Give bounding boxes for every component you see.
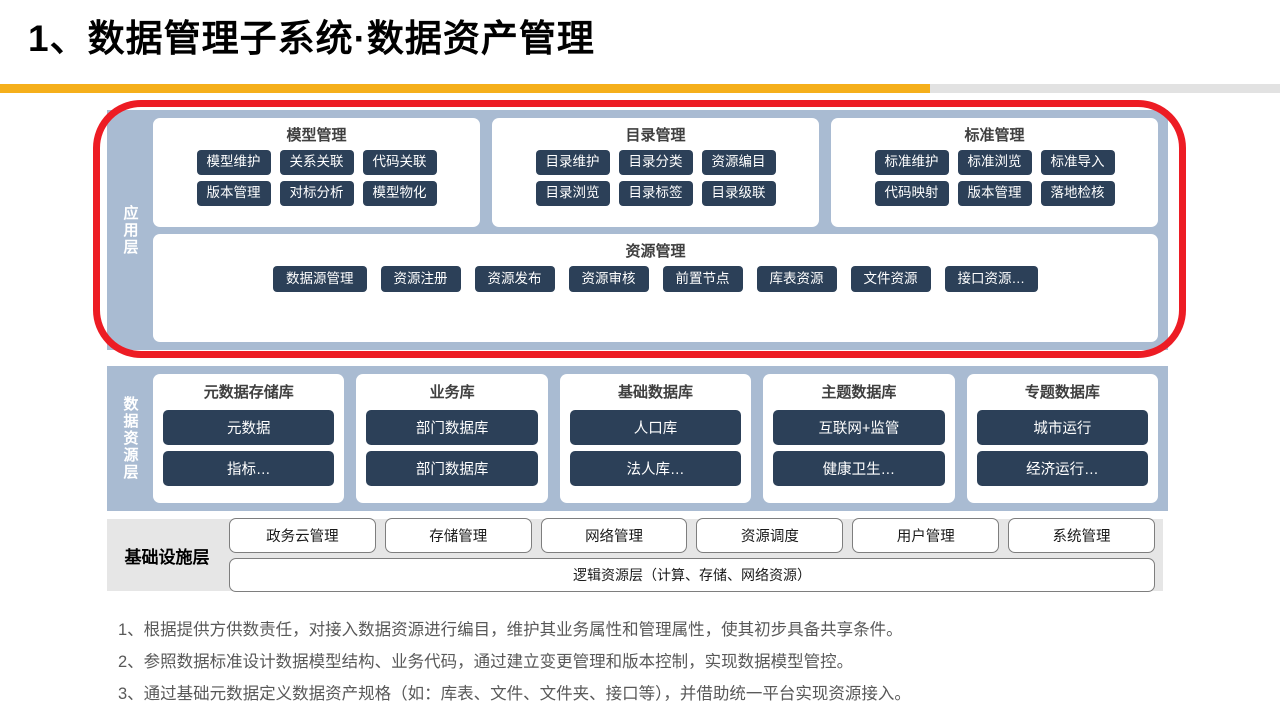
- db-chip-item[interactable]: 城市运行: [976, 410, 1149, 445]
- group-title: 目录管理: [625, 127, 686, 144]
- title-divider: [0, 84, 1280, 93]
- infra-button[interactable]: 系统管理: [1008, 518, 1155, 553]
- db-chip-item[interactable]: 法人库…: [569, 451, 742, 486]
- chip-item[interactable]: 目录标签: [618, 180, 693, 206]
- application-layer-body: 模型管理 模型维护 关系关联 代码关联 版本管理 对标分析 模型物化 目录管理 …: [153, 110, 1168, 350]
- group-chip-grid: 数据源管理 资源注册 资源发布 资源审核 前置节点 库表资源 文件资源 接口资源…: [273, 265, 1038, 293]
- chip-item[interactable]: 模型物化: [362, 180, 437, 206]
- db-title: 主题数据库: [821, 384, 897, 401]
- db-card-metadata-store[interactable]: 元数据存储库 元数据 指标…: [153, 374, 345, 503]
- chip-item[interactable]: 目录分类: [618, 150, 693, 175]
- data-resource-layer-body: 元数据存储库 元数据 指标… 业务库 部门数据库 部门数据库 基础数据库 人口库…: [153, 366, 1168, 511]
- footnote-item: 3、通过基础元数据定义数据资产规格（如：库表、文件、文件夹、接口等），并借助统一…: [118, 685, 911, 703]
- chip-item[interactable]: 版本管理: [196, 180, 271, 206]
- infra-button[interactable]: 网络管理: [540, 518, 688, 553]
- chip-item[interactable]: 标准导入: [1040, 150, 1115, 175]
- chip-item[interactable]: 代码关联: [362, 150, 437, 175]
- chip-item[interactable]: 目录级联: [701, 180, 776, 206]
- db-card-basic-db[interactable]: 基础数据库 人口库 法人库…: [559, 374, 752, 503]
- db-chip-item[interactable]: 部门数据库: [366, 451, 538, 486]
- chip-item[interactable]: 标准维护: [874, 150, 949, 175]
- chip-item[interactable]: 代码映射: [874, 180, 949, 206]
- group-card-catalog-management[interactable]: 目录管理 目录维护 目录分类 资源编目 目录浏览 目录标签 目录级联: [492, 118, 819, 227]
- db-title: 业务库: [429, 384, 475, 401]
- application-layer-resource-row: 资源管理 数据源管理 资源注册 资源发布 资源审核 前置节点 库表资源 文件资源…: [153, 233, 1158, 342]
- chip-item[interactable]: 落地检核: [1040, 180, 1115, 206]
- chip-item[interactable]: 前置节点: [662, 265, 743, 293]
- group-title: 资源管理: [625, 242, 686, 260]
- chip-item[interactable]: 资源编目: [701, 150, 776, 175]
- db-chip-item[interactable]: 元数据: [163, 410, 335, 445]
- infrastructure-layer-label: 基础设施层: [124, 547, 210, 567]
- db-chip-item[interactable]: 互联网+监管: [773, 410, 945, 445]
- chip-item[interactable]: 标准浏览: [957, 150, 1032, 175]
- infra-button[interactable]: 资源调度: [696, 518, 844, 553]
- db-card-subject-db[interactable]: 主题数据库 互联网+监管 健康卫生…: [763, 374, 955, 503]
- application-layer-band: 应用层 模型管理 模型维护 关系关联 代码关联 版本管理 对标分析 模型物化 目…: [107, 110, 1168, 350]
- chip-item[interactable]: 对标分析: [279, 180, 354, 206]
- infra-button[interactable]: 用户管理: [852, 518, 1000, 553]
- title-divider-rest: [930, 84, 1280, 93]
- chip-item[interactable]: 目录浏览: [535, 180, 610, 206]
- db-chip-item[interactable]: 指标…: [163, 451, 335, 486]
- logical-resource-bar[interactable]: 逻辑资源层（计算、存储、网络资源）: [229, 558, 1155, 592]
- footnote-item: 2、参照数据标准设计数据模型结构、业务代码，通过建立变更管理和版本控制，实现数据…: [118, 653, 854, 671]
- chip-item[interactable]: 模型维护: [196, 150, 271, 175]
- infra-button[interactable]: 政务云管理: [229, 518, 376, 553]
- chip-item[interactable]: 文件资源: [850, 265, 931, 293]
- db-chip-item[interactable]: 健康卫生…: [773, 451, 945, 486]
- db-title: 专题数据库: [1024, 384, 1100, 401]
- group-card-model-management[interactable]: 模型管理 模型维护 关系关联 代码关联 版本管理 对标分析 模型物化: [153, 118, 480, 227]
- page-title: 1、数据管理子系统·数据资产管理: [28, 18, 595, 59]
- infrastructure-button-row: 政务云管理 存储管理 网络管理 资源调度 用户管理 系统管理: [229, 518, 1155, 553]
- group-title: 模型管理: [286, 127, 347, 144]
- chip-item[interactable]: 库表资源: [756, 265, 837, 293]
- infra-button[interactable]: 存储管理: [384, 518, 532, 553]
- db-title: 元数据存储库: [203, 384, 294, 401]
- group-chip-grid: 标准维护 标准浏览 标准导入 代码映射 版本管理 落地检核: [839, 150, 1150, 206]
- group-card-standard-management[interactable]: 标准管理 标准维护 标准浏览 标准导入 代码映射 版本管理 落地检核: [831, 118, 1158, 227]
- data-resource-row: 元数据存储库 元数据 指标… 业务库 部门数据库 部门数据库 基础数据库 人口库…: [153, 374, 1159, 503]
- data-resource-layer-band: 数据资源层 元数据存储库 元数据 指标… 业务库 部门数据库 部门数据库 基础数…: [107, 366, 1168, 511]
- chip-item[interactable]: 资源发布: [474, 265, 555, 293]
- chip-item[interactable]: 资源审核: [568, 265, 649, 293]
- title-divider-accent: [0, 84, 930, 93]
- group-chip-grid: 模型维护 关系关联 代码关联 版本管理 对标分析 模型物化: [161, 150, 472, 206]
- db-chip-item[interactable]: 部门数据库: [366, 410, 538, 445]
- data-resource-layer-label: 数据资源层: [121, 396, 139, 481]
- db-card-thematic-db[interactable]: 专题数据库 城市运行 经济运行…: [966, 374, 1159, 503]
- chip-item[interactable]: 资源注册: [380, 265, 461, 293]
- db-chip-item[interactable]: 人口库: [569, 410, 742, 445]
- application-layer-group-row: 模型管理 模型维护 关系关联 代码关联 版本管理 对标分析 模型物化 目录管理 …: [153, 118, 1158, 227]
- footnote-list: 1、根据提供方供数责任，对接入数据资源进行编目，维护其业务属性和管理属性，使其初…: [118, 616, 1238, 704]
- infrastructure-layer-body: 政务云管理 存储管理 网络管理 资源调度 用户管理 系统管理 逻辑资源层（计算、…: [229, 518, 1155, 592]
- chip-item[interactable]: 关系关联: [279, 150, 354, 175]
- chip-item[interactable]: 接口资源…: [944, 265, 1038, 293]
- footnote-item: 1、根据提供方供数责任，对接入数据资源进行编目，维护其业务属性和管理属性，使其初…: [118, 621, 903, 639]
- db-title: 基础数据库: [618, 384, 694, 401]
- group-chip-grid: 目录维护 目录分类 资源编目 目录浏览 目录标签 目录级联: [500, 150, 811, 206]
- db-card-business-db[interactable]: 业务库 部门数据库 部门数据库: [356, 374, 548, 503]
- group-card-resource-management[interactable]: 资源管理 数据源管理 资源注册 资源发布 资源审核 前置节点 库表资源 文件资源…: [153, 233, 1158, 342]
- chip-item[interactable]: 版本管理: [957, 180, 1032, 206]
- infrastructure-layer-band: 基础设施层 政务云管理 存储管理 网络管理 资源调度 用户管理 系统管理 逻辑资…: [107, 518, 1163, 592]
- chip-item[interactable]: 目录维护: [535, 150, 610, 175]
- application-layer-label: 应用层: [121, 204, 139, 256]
- group-title: 标准管理: [964, 127, 1025, 144]
- chip-item[interactable]: 数据源管理: [273, 265, 367, 293]
- db-chip-item[interactable]: 经济运行…: [976, 451, 1149, 486]
